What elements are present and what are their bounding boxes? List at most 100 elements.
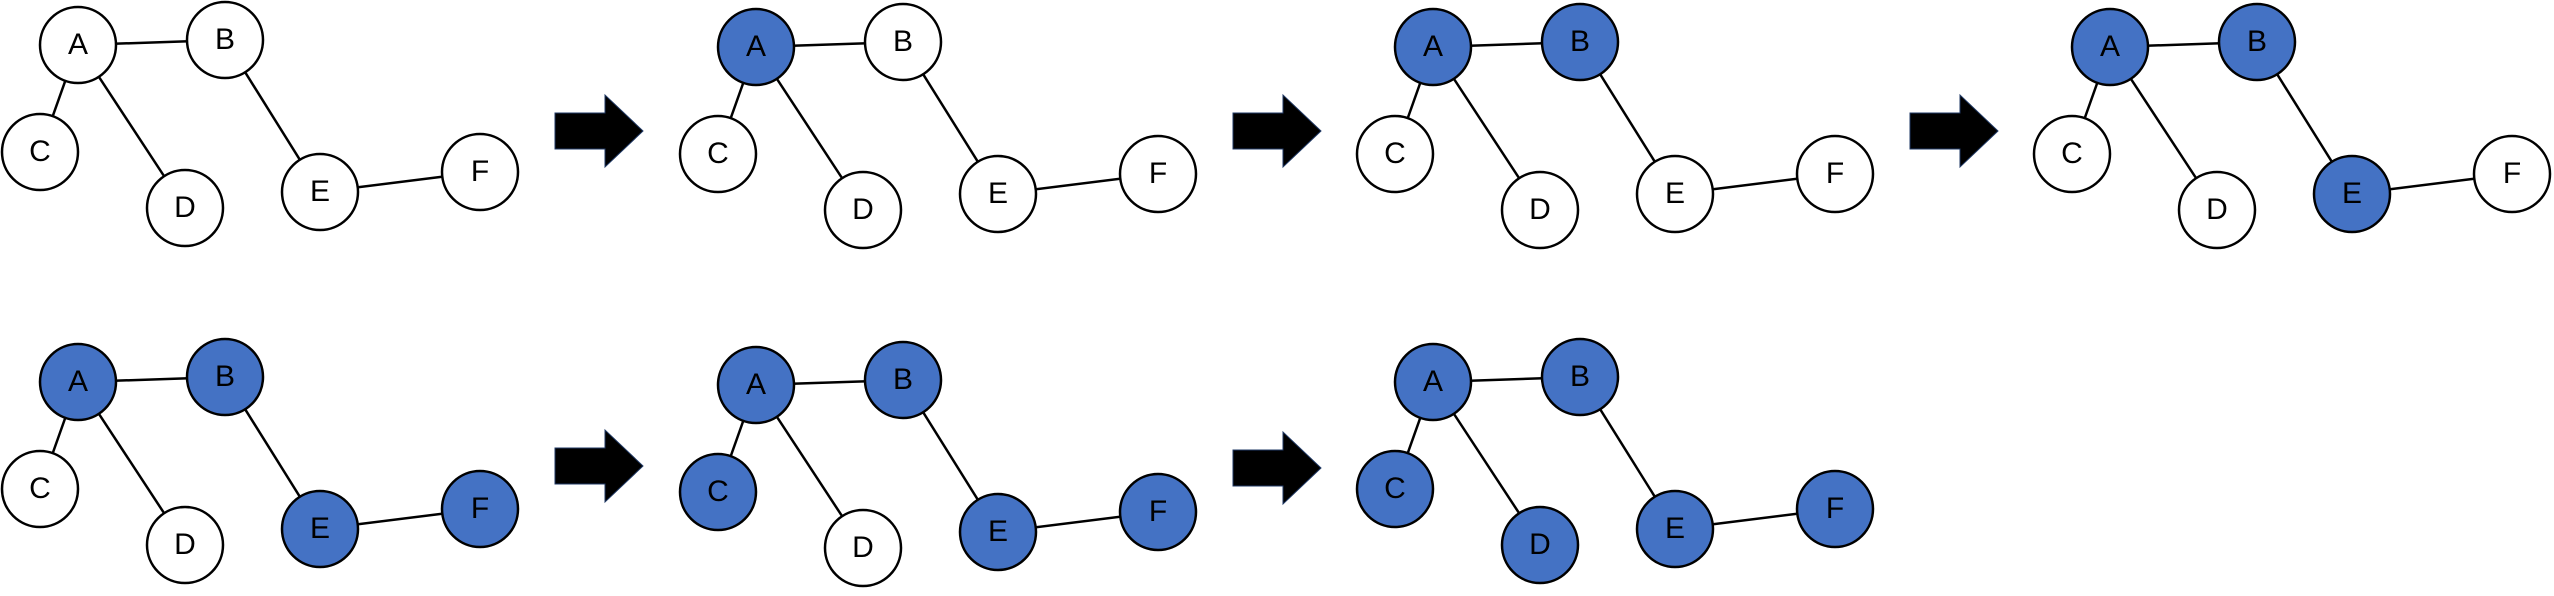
node-circle bbox=[0, 112, 80, 192]
node-circle bbox=[38, 342, 118, 422]
right-arrow-icon bbox=[554, 428, 644, 504]
node-f: F bbox=[1795, 134, 1875, 214]
node-e: E bbox=[280, 489, 360, 569]
node-label: D bbox=[852, 193, 874, 226]
node-f: F bbox=[2472, 134, 2552, 214]
node-label: A bbox=[1423, 30, 1443, 63]
node-label: C bbox=[1384, 472, 1406, 505]
node-label: A bbox=[2100, 30, 2120, 63]
node-circle bbox=[1393, 342, 1473, 422]
node-circle bbox=[280, 152, 360, 232]
node-label: C bbox=[707, 137, 729, 170]
node-e: E bbox=[2312, 154, 2392, 234]
node-label: B bbox=[893, 363, 913, 396]
node-label: E bbox=[988, 515, 1008, 548]
node-circle bbox=[1393, 7, 1473, 87]
node-label: B bbox=[893, 25, 913, 58]
node-d: D bbox=[145, 505, 225, 585]
node-label: E bbox=[988, 177, 1008, 210]
node-circle bbox=[1118, 472, 1198, 552]
node-circle bbox=[440, 469, 520, 549]
node-label: F bbox=[471, 492, 489, 525]
node-label: C bbox=[1384, 137, 1406, 170]
node-circle bbox=[678, 452, 758, 532]
node-label: E bbox=[1665, 512, 1685, 545]
node-circle bbox=[863, 340, 943, 420]
node-circle bbox=[1118, 134, 1198, 214]
node-f: F bbox=[1118, 134, 1198, 214]
node-circle bbox=[1795, 469, 1875, 549]
node-label: F bbox=[1149, 495, 1167, 528]
node-label: B bbox=[215, 360, 235, 393]
node-b: B bbox=[2217, 2, 2297, 82]
node-a: A bbox=[38, 5, 118, 85]
node-label: A bbox=[68, 365, 88, 398]
node-d: D bbox=[823, 508, 903, 588]
node-label: F bbox=[2503, 157, 2521, 190]
node-b: B bbox=[863, 2, 943, 82]
node-b: B bbox=[185, 337, 265, 417]
node-a: A bbox=[1393, 342, 1473, 422]
node-circle bbox=[1635, 154, 1715, 234]
node-circle bbox=[716, 7, 796, 87]
node-label: D bbox=[1529, 528, 1551, 561]
node-circle bbox=[185, 0, 265, 80]
node-b: B bbox=[185, 0, 265, 80]
node-e: E bbox=[1635, 489, 1715, 569]
node-c: C bbox=[678, 114, 758, 194]
node-circle bbox=[1795, 134, 1875, 214]
node-label: A bbox=[746, 30, 766, 63]
node-a: A bbox=[716, 345, 796, 425]
node-label: F bbox=[471, 155, 489, 188]
node-a: A bbox=[2070, 7, 2150, 87]
node-circle bbox=[440, 132, 520, 212]
node-b: B bbox=[863, 340, 943, 420]
node-f: F bbox=[1118, 472, 1198, 552]
node-label: A bbox=[1423, 365, 1443, 398]
graph-step-6: A B C D E F bbox=[678, 340, 1198, 588]
node-circle bbox=[2070, 7, 2150, 87]
node-d: D bbox=[2177, 170, 2257, 250]
graph-step-2: A B C D E F bbox=[678, 2, 1198, 250]
node-f: F bbox=[440, 132, 520, 212]
node-c: C bbox=[2032, 114, 2112, 194]
node-d: D bbox=[1500, 170, 1580, 250]
right-arrow-icon bbox=[1909, 93, 1999, 169]
node-b: B bbox=[1540, 337, 1620, 417]
node-label: B bbox=[215, 23, 235, 56]
node-circle bbox=[145, 505, 225, 585]
node-e: E bbox=[280, 152, 360, 232]
node-circle bbox=[2312, 154, 2392, 234]
node-circle bbox=[0, 449, 80, 529]
node-c: C bbox=[0, 112, 80, 192]
node-d: D bbox=[823, 170, 903, 250]
node-label: E bbox=[1665, 177, 1685, 210]
node-circle bbox=[863, 2, 943, 82]
node-d: D bbox=[145, 168, 225, 248]
node-label: A bbox=[746, 368, 766, 401]
node-label: C bbox=[707, 475, 729, 508]
node-label: E bbox=[2342, 177, 2362, 210]
node-label: A bbox=[68, 28, 88, 61]
node-circle bbox=[1355, 449, 1435, 529]
node-circle bbox=[185, 337, 265, 417]
node-label: E bbox=[310, 175, 330, 208]
node-c: C bbox=[678, 452, 758, 532]
node-label: E bbox=[310, 512, 330, 545]
node-label: F bbox=[1826, 157, 1844, 190]
node-label: C bbox=[29, 472, 51, 505]
node-b: B bbox=[1540, 2, 1620, 82]
node-circle bbox=[1540, 337, 1620, 417]
node-circle bbox=[823, 170, 903, 250]
graph-step-5: A B C D E F bbox=[0, 337, 520, 585]
node-label: C bbox=[2061, 137, 2083, 170]
node-circle bbox=[38, 5, 118, 85]
node-circle bbox=[2472, 134, 2552, 214]
node-circle bbox=[2217, 2, 2297, 82]
node-circle bbox=[958, 492, 1038, 572]
node-d: D bbox=[1500, 505, 1580, 585]
node-circle bbox=[1500, 170, 1580, 250]
node-a: A bbox=[38, 342, 118, 422]
node-label: B bbox=[2247, 25, 2267, 58]
